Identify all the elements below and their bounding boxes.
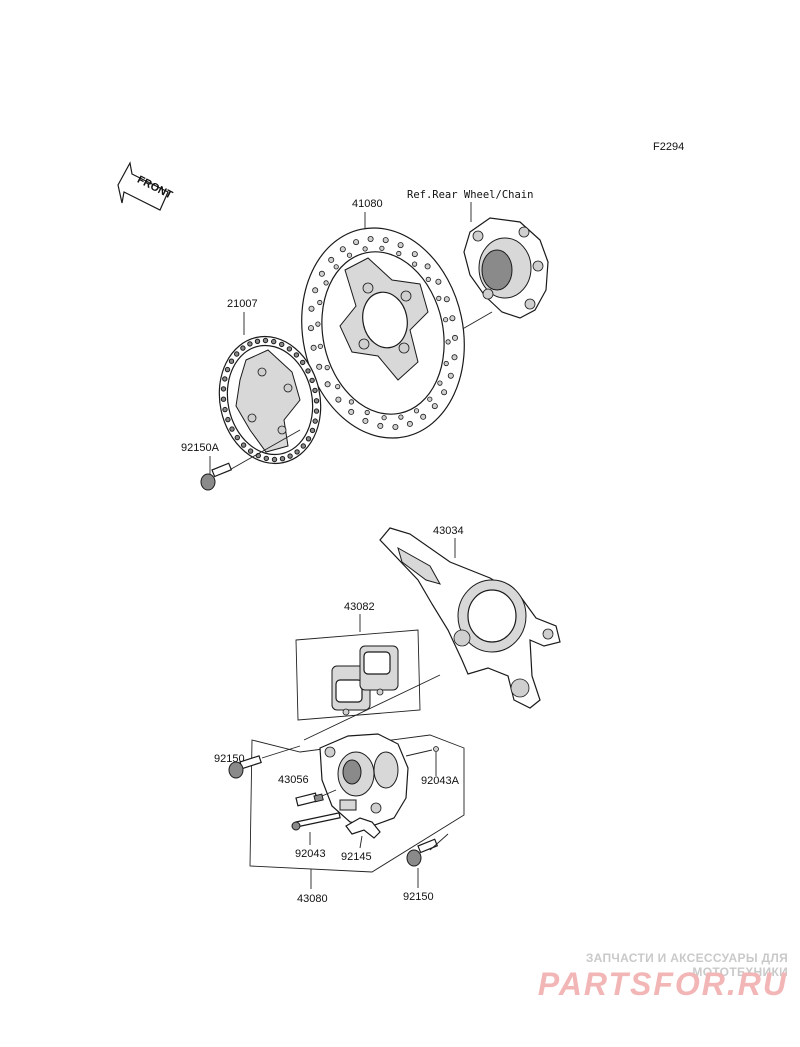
bolt-92150a — [200, 462, 233, 491]
pad-spring — [345, 817, 381, 839]
watermark-tagline: ЗАПЧАСТИ И АКСЕССУАРЫ ДЛЯ МОТОТЕХНИКИ — [585, 951, 788, 979]
brake-disc — [301, 227, 465, 439]
clip-92043a — [433, 746, 439, 752]
ref-note: Ref.Rear Wheel/Chain — [407, 189, 533, 201]
label-92150-bottom: 92150 — [403, 891, 434, 903]
label-43082: 43082 — [344, 601, 375, 613]
figure-code: F2294 — [653, 141, 684, 153]
label-92043a: 92043A — [421, 775, 460, 787]
brake-caliper — [319, 733, 409, 827]
caliper-bracket — [379, 527, 561, 709]
label-92145: 92145 — [341, 851, 372, 863]
sensor-rotor — [218, 335, 322, 465]
bolt-92150-bottom — [406, 838, 439, 867]
brake-pads — [331, 645, 399, 716]
label-21007: 21007 — [227, 298, 258, 310]
label-41080: 41080 — [352, 198, 383, 210]
hub-carrier — [463, 217, 549, 319]
watermark-brand: PARTSFOR.RU — [537, 966, 788, 1002]
front-arrow-icon: FRONT — [117, 161, 175, 211]
label-43034: 43034 — [433, 525, 464, 537]
label-92150a: 92150A — [181, 442, 220, 454]
pad-pin — [291, 812, 341, 831]
label-43056: 43056 — [278, 774, 309, 786]
bleeder-pin — [295, 792, 324, 807]
label-43080: 43080 — [297, 893, 328, 905]
label-92043: 92043 — [295, 848, 326, 860]
bolt-92150-top — [228, 755, 262, 779]
pad-set-box — [295, 629, 421, 721]
